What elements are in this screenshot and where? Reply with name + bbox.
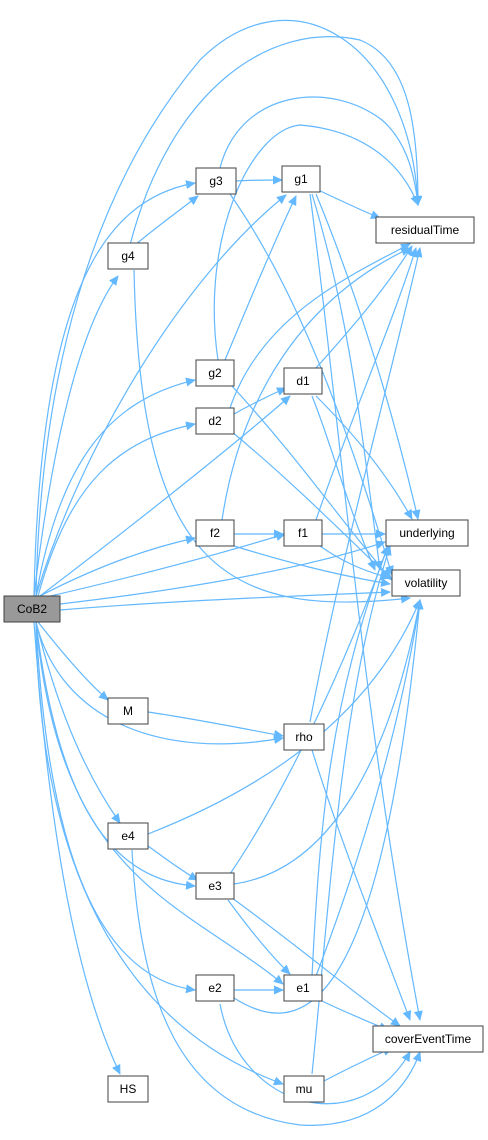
edge-cob2-g4	[33, 275, 119, 597]
edge-g2-g1	[224, 195, 297, 361]
edge-d1-residualtime	[315, 245, 413, 369]
edge-cob2-residualtime	[35, 19, 423, 597]
node-e4[interactable]: e4	[107, 822, 149, 850]
edge-cob2-f2	[39, 535, 196, 597]
edge-cob2-e2	[35, 621, 196, 994]
edge-e4-coverevent	[131, 849, 422, 1126]
node-volatility[interactable]: volatility	[391, 569, 461, 597]
node-label: rho	[295, 730, 313, 744]
node-f1[interactable]: f1	[283, 519, 323, 547]
node-residualtime[interactable]: residualTime	[375, 216, 475, 244]
node-e1[interactable]: e1	[283, 974, 323, 1002]
edge-cob2-d2	[37, 421, 196, 597]
edge-f2-volatility	[233, 545, 391, 587]
edge-rho-residualtime	[309, 247, 423, 723]
edge-e3-coverevent	[231, 897, 401, 1027]
edge-rho-coverevent	[311, 749, 412, 1021]
node-g2[interactable]: g2	[195, 359, 235, 387]
edge-f1-residualtime	[315, 247, 418, 521]
node-label: coverEventTime	[385, 1032, 472, 1046]
edge-g1-volatility	[311, 193, 384, 571]
edge-g3-g1	[235, 175, 283, 185]
node-label: underlying	[399, 526, 454, 540]
edge-f1-volatility	[319, 545, 391, 581]
edge-cob2-volatility	[59, 587, 391, 611]
edge-cob2-g1	[35, 194, 287, 597]
node-label: d2	[208, 414, 222, 428]
edge-g1-residualtime	[317, 189, 381, 219]
node-g3[interactable]: g3	[195, 167, 237, 195]
edge-d1-underlying	[315, 395, 413, 520]
node-hs[interactable]: HS	[107, 1075, 149, 1103]
edge-g3-residualtime	[219, 96, 422, 206]
node-label: g4	[121, 249, 135, 263]
edge-cob2-underlying	[59, 540, 386, 605]
node-label: e3	[208, 879, 222, 893]
edge-e4-e3	[147, 845, 199, 881]
node-label: mu	[296, 1082, 313, 1096]
node-g4[interactable]: g4	[107, 242, 149, 270]
node-m[interactable]: M	[107, 697, 149, 725]
node-label: e1	[296, 981, 310, 995]
edge-e2-volatility	[233, 599, 424, 1014]
edge-cob2-hs	[33, 621, 121, 1075]
edge-cob2-e4	[35, 621, 121, 824]
node-d1[interactable]: d1	[283, 367, 323, 395]
edge-d1-volatility	[311, 395, 376, 571]
edge-cob2-m	[37, 621, 109, 701]
node-label: f2	[210, 526, 220, 540]
edge-g3-volatility	[229, 193, 394, 576]
node-label: g1	[294, 172, 308, 186]
edge-e3-e1	[227, 899, 291, 975]
node-label: g3	[209, 174, 223, 188]
edge-e1-volatility	[315, 599, 424, 977]
edge-g2-volatility	[231, 385, 391, 579]
edge-f2-residualtime	[221, 247, 411, 521]
node-label: residualTime	[391, 223, 460, 237]
edge-mu-underlying	[311, 545, 392, 1075]
edge-e3-volatility	[233, 599, 423, 885]
edge-d2-d1	[233, 387, 287, 415]
edge-g1-coverevent	[309, 193, 423, 1021]
node-d2[interactable]: d2	[195, 407, 235, 435]
edge-cob2-g2	[35, 377, 196, 597]
node-g1[interactable]: g1	[281, 165, 321, 193]
node-label: e4	[121, 829, 135, 843]
edge-m-rho	[147, 711, 284, 739]
edge-cob2-g3	[33, 180, 196, 597]
edge-g1-underlying	[315, 193, 421, 520]
node-e2[interactable]: e2	[195, 974, 235, 1002]
node-label: M	[123, 704, 133, 718]
edge-g4-volatility	[133, 269, 411, 604]
node-mu[interactable]: mu	[283, 1075, 325, 1103]
node-e3[interactable]: e3	[195, 872, 235, 900]
edge-g2-residualtime	[213, 124, 419, 361]
node-label: HS	[120, 1082, 137, 1096]
edge-cob2-d1	[39, 395, 291, 597]
node-label: d1	[296, 374, 310, 388]
edge-cob2-rho	[35, 621, 284, 745]
node-label: g2	[208, 366, 222, 380]
node-label: e2	[208, 981, 222, 995]
node-cob2[interactable]: CoB2	[3, 595, 61, 623]
edge-cob2-e1	[35, 621, 284, 985]
node-label: volatility	[405, 576, 448, 590]
edge-d2-residualtime	[229, 243, 411, 409]
edge-g4-g3	[134, 195, 199, 246]
node-covereventtime[interactable]: coverEventTime	[372, 1025, 484, 1053]
edge-mu-coverevent	[321, 1047, 393, 1083]
node-f2[interactable]: f2	[195, 519, 235, 547]
edge-e4-volatility	[147, 599, 421, 835]
edge-g4-residualtime	[129, 36, 423, 246]
node-label: f1	[298, 526, 308, 540]
node-rho[interactable]: rho	[283, 723, 325, 751]
node-underlying[interactable]: underlying	[385, 519, 469, 547]
edge-cob2-f1	[41, 532, 286, 599]
node-label: CoB2	[17, 602, 47, 616]
edge-e1-underlying	[311, 545, 390, 977]
